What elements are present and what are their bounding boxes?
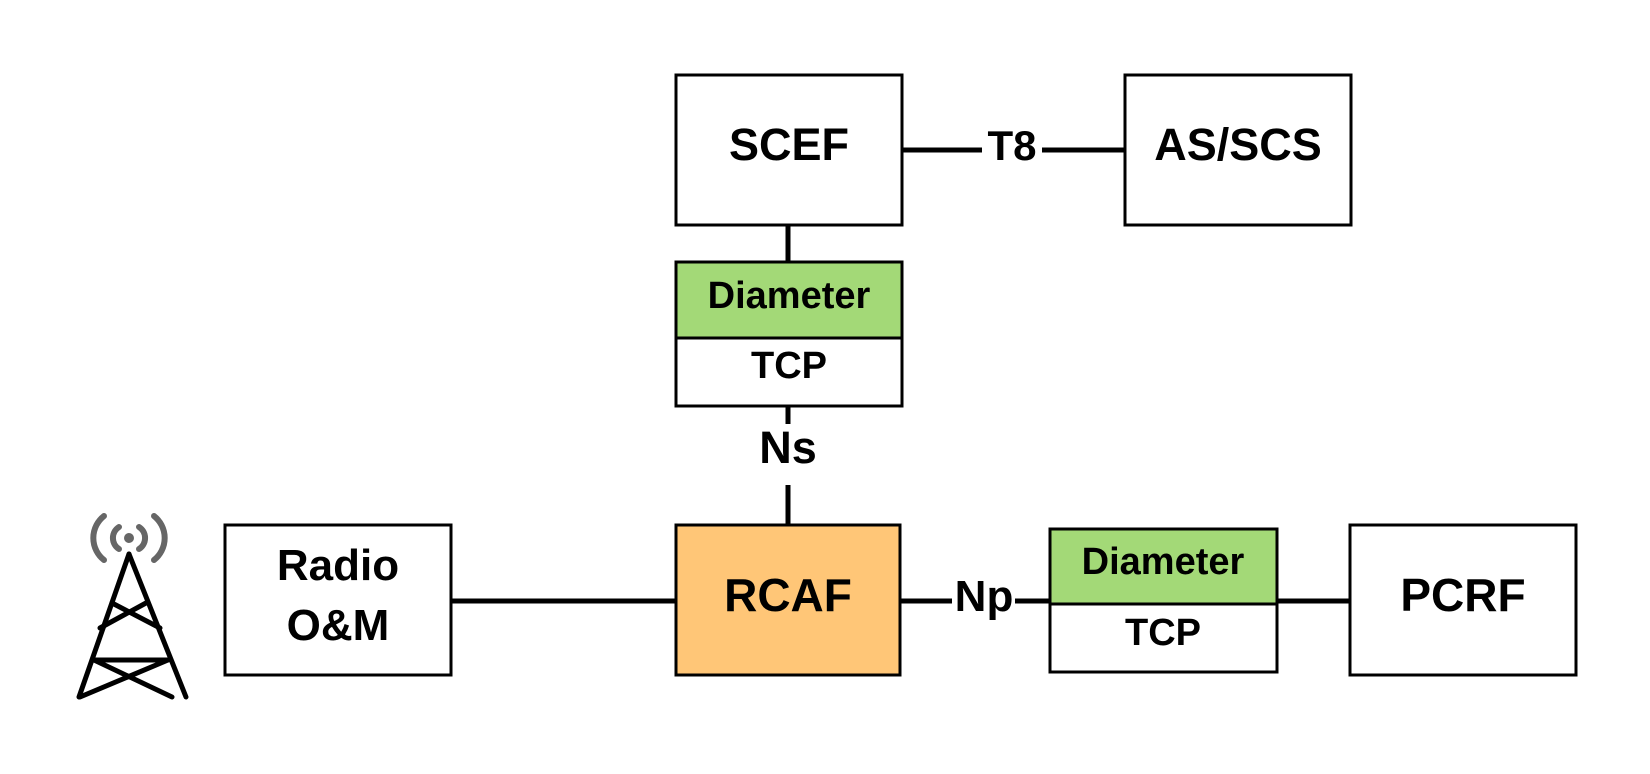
radio-om-box [223, 523, 453, 677]
scef-node: SCEF [674, 73, 904, 227]
pcrf-node: PCRF [1348, 523, 1578, 677]
interface-ns-label: Ns [759, 422, 817, 473]
pcrf-box [1348, 523, 1578, 677]
radio-tower-icon [76, 513, 189, 700]
diameter-label-top: Diameter [708, 275, 871, 317]
protocol-stack-top: Diameter TCP [674, 260, 904, 408]
scef-box [674, 73, 904, 227]
rcaf-box [674, 523, 902, 677]
tcp-label-right: TCP [1125, 612, 1201, 654]
pcrf-label: PCRF [1400, 569, 1525, 621]
interface-np-label: Np [955, 572, 1014, 621]
scef-label: SCEF [729, 119, 849, 170]
tcp-label-top: TCP [751, 345, 827, 387]
rcaf-label: RCAF [724, 569, 852, 621]
signal-wave-outer-right [151, 513, 168, 563]
radio-om-node: Radio O&M [223, 523, 453, 677]
radio-om-label-line2: O&M [287, 601, 390, 650]
tower-brace-3 [91, 657, 175, 700]
tower-brace-1 [109, 600, 163, 631]
tower-brace-2 [97, 600, 149, 631]
protocol-stack-right: Diameter TCP [1048, 527, 1279, 674]
signal-wave-inner-right [136, 524, 148, 552]
signal-wave-outer-left [90, 513, 107, 563]
tcp-layer-top [674, 336, 904, 408]
diameter-layer-right [1048, 527, 1279, 606]
diameter-label-right: Diameter [1082, 541, 1245, 583]
tower-brace-4 [77, 657, 171, 700]
as-scs-node: AS/SCS [1123, 73, 1353, 227]
signal-wave-inner-left [110, 524, 122, 552]
tcp-layer-right [1048, 602, 1279, 674]
interface-t8-label: T8 [987, 122, 1036, 169]
tower-tip [124, 533, 134, 543]
rcaf-node: RCAF [674, 523, 902, 677]
as-scs-box [1123, 73, 1353, 227]
as-scs-label: AS/SCS [1154, 119, 1322, 170]
radio-om-label-line1: Radio [277, 541, 399, 590]
